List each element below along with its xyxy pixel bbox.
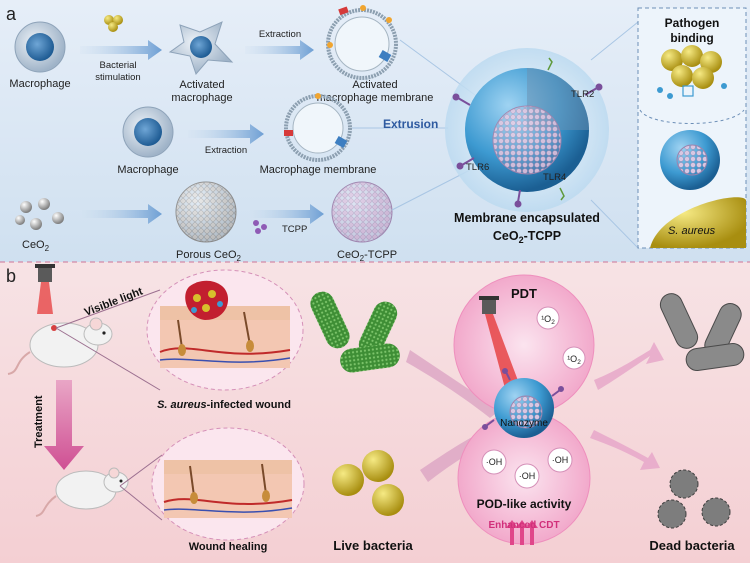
extrusion-label: Extrusion xyxy=(383,117,438,131)
skin-infected-wound xyxy=(146,269,304,391)
activated-macrophage-label-1: Activated xyxy=(179,79,224,91)
bacteria-cluster-bound xyxy=(657,45,727,99)
extraction-arrow-top xyxy=(245,40,314,60)
enhanced-cdt-label: Enhanced CDT xyxy=(488,520,559,531)
singlet-oxygen-label-2: ¹O2 xyxy=(567,354,581,366)
encapsulated-label-2: CeO2-TCPP xyxy=(493,229,561,245)
macrophage-membrane-vesicle xyxy=(284,93,352,162)
inset-nanoparticle xyxy=(660,130,720,190)
tlr4-label: TLR4 xyxy=(543,172,566,183)
ceo2-tcpp-sphere xyxy=(331,181,393,243)
singlet-oxygen-2 xyxy=(562,346,586,370)
hydroxyl-label-2: ·OH xyxy=(519,471,536,481)
activated-macrophage-label-2: macrophage xyxy=(171,92,232,104)
extraction-label-mid: Extraction xyxy=(205,145,247,156)
activated-membrane-vesicle xyxy=(326,5,398,80)
hydroxyl-radicals xyxy=(481,447,573,489)
stimulation-label-1: Bacterial xyxy=(100,60,137,71)
extraction-label-top: Extraction xyxy=(259,29,301,40)
ceo2-label: CeO2 xyxy=(22,239,50,253)
ceo2-tcpp-label: CeO2-TCPP xyxy=(337,249,397,263)
hydroxyl-label-3: ·OH xyxy=(552,455,569,465)
wound-healing-label: Wound healing xyxy=(189,541,268,553)
singlet-oxygen-label-1: ¹O2 xyxy=(541,314,555,326)
laser-device-pdt-icon xyxy=(479,296,520,392)
zoom-line-bottom-2 xyxy=(119,485,163,521)
pod-activity-label: POD-like activity xyxy=(477,497,572,511)
macrophage-label-mid: Macrophage xyxy=(117,164,178,176)
treatment-label: Treatment xyxy=(33,395,45,448)
panel-b-letter: b xyxy=(6,266,16,286)
curved-arrow-right-bottom xyxy=(590,430,660,470)
activated-macrophage-cell xyxy=(168,21,234,75)
ceo2-particles xyxy=(15,198,64,230)
live-bacteria-rods xyxy=(310,291,400,373)
singlet-oxygen-1 xyxy=(536,306,560,330)
dead-bacteria-spheres xyxy=(657,469,731,529)
dead-bacteria-label: Dead bacteria xyxy=(649,538,735,553)
live-bacteria-label: Live bacteria xyxy=(333,538,413,553)
macrophage-cell-mid xyxy=(122,106,174,158)
extraction-arrow-mid xyxy=(188,124,264,144)
inset-connector-bottom xyxy=(590,199,639,249)
curved-arrow-left-top xyxy=(406,350,500,418)
nanozyme-particle xyxy=(482,368,564,438)
s-aureus-surface xyxy=(650,197,746,248)
tlr6-label: TLR6 xyxy=(466,162,489,173)
porous-ceo2-sphere xyxy=(175,181,237,243)
zoom-line-top-2 xyxy=(55,327,161,391)
laser-device-icon xyxy=(35,264,55,314)
inset-connector-top xyxy=(590,21,639,61)
encapsulated-label-1: Membrane encapsulated xyxy=(454,211,600,225)
macrophage-cell-top xyxy=(14,21,66,73)
stimulation-arrow xyxy=(80,40,162,60)
membrane-encapsulated-nanoparticle xyxy=(445,48,609,212)
pathogen-binding-label-1: Pathogen xyxy=(665,16,720,30)
nanozyme-label: Nanozyme xyxy=(500,418,548,429)
activated-membrane-label-1: Activated xyxy=(352,79,397,91)
treatment-arrow xyxy=(44,380,84,470)
macrophage-label-top: Macrophage xyxy=(9,78,70,90)
zoom-curve xyxy=(639,109,745,124)
tcpp-molecules-icon xyxy=(253,220,267,234)
stimulation-label-2: stimulation xyxy=(95,72,140,83)
activated-membrane-label-2: macrophage membrane xyxy=(317,92,434,104)
zoom-line-bottom-1 xyxy=(119,454,163,487)
mouse-infected xyxy=(7,317,113,375)
s-aureus-label: S. aureus xyxy=(668,225,716,237)
zoom-line-top-1 xyxy=(55,289,161,329)
pdt-label: PDT xyxy=(511,286,537,301)
tcpp-loading-arrow xyxy=(250,204,324,224)
tcpp-label: TCPP xyxy=(282,224,307,235)
synthesis-arrow xyxy=(82,204,162,224)
live-bacteria-spheres xyxy=(332,450,404,516)
pathogen-binding-label-2: binding xyxy=(670,31,713,45)
curved-arrow-right-top xyxy=(594,342,664,390)
infected-wound-label: S. aureus-infected wound xyxy=(157,399,291,411)
skin-healed xyxy=(151,427,305,541)
enhanced-cdt-arrows xyxy=(506,520,538,545)
panel-a-letter: a xyxy=(6,4,17,24)
dead-bacteria-rods xyxy=(659,293,745,372)
tlr2-label: TLR2 xyxy=(571,89,594,100)
macrophage-membrane-label: Macrophage membrane xyxy=(260,164,377,176)
porous-ceo2-label: Porous CeO2 xyxy=(176,249,242,263)
hydroxyl-label-1: ·OH xyxy=(486,457,503,467)
bacteria-cluster-icon xyxy=(104,15,123,32)
